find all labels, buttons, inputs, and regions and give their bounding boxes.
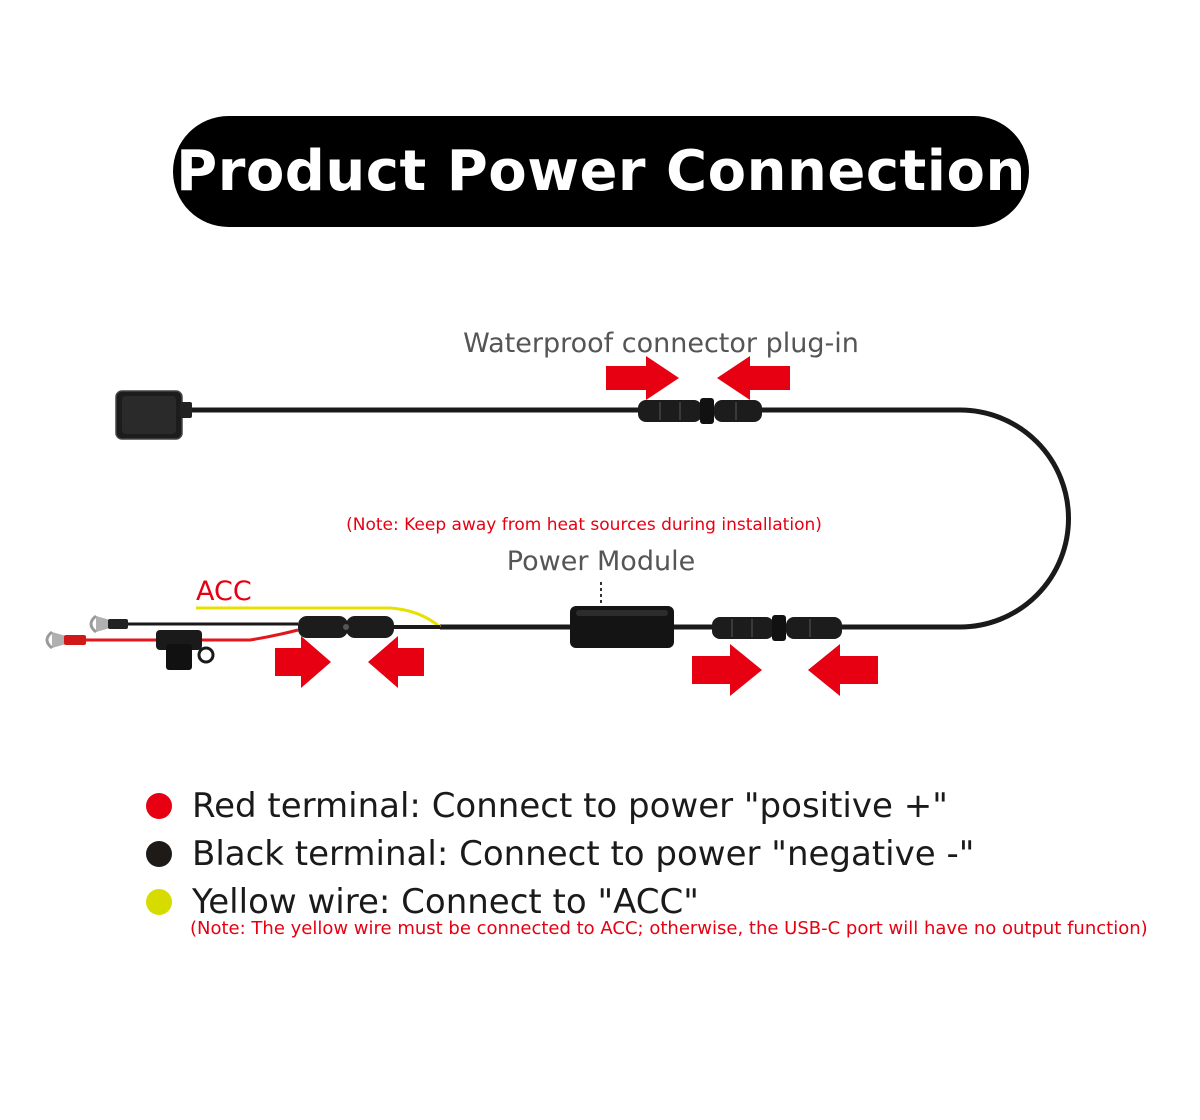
legend-item-yellow: Yellow wire: Connect to "ACC" [146,878,1186,926]
waterproof-connector-label: Waterproof connector plug-in [463,328,859,359]
legend-item-black: Black terminal: Connect to power "negati… [146,830,1186,878]
arrow-top-left [717,356,790,400]
red-dot-icon [146,793,172,819]
arrow-bottom-right-left [808,644,878,696]
top-waterproof-connector [638,398,762,424]
arrow-bottom-left-left [368,636,424,688]
power-module-box [570,606,674,648]
heat-note: (Note: Keep away from heat sources durin… [346,515,822,535]
inline-connector [298,616,440,638]
legend: Red terminal: Connect to power "positive… [146,782,1186,926]
acc-label: ACC [196,576,252,607]
arrow-top-right [606,356,679,400]
title-banner: Product Power Connection [173,116,1029,227]
fuse-holder [156,630,215,670]
power-module-label: Power Module [507,546,695,577]
legend-label: Red terminal: Connect to power "positive… [192,786,948,826]
black-fork-terminal [89,614,128,634]
arrow-bottom-left-right [275,636,331,688]
yellow-dot-icon [146,889,172,915]
bottom-waterproof-connector [712,615,842,641]
usb-c-socket [115,390,192,440]
yellow-wire [196,606,441,629]
legend-item-red: Red terminal: Connect to power "positive… [146,782,1186,830]
page-title: Product Power Connection [176,139,1026,204]
black-dot-icon [146,841,172,867]
red-fork-terminal [45,630,86,650]
yellow-wire-note: (Note: The yellow wire must be connected… [190,918,1148,939]
arrow-bottom-right-right [692,644,762,696]
cable-coil [959,407,1071,630]
legend-label: Black terminal: Connect to power "negati… [192,834,975,874]
legend-label: Yellow wire: Connect to "ACC" [192,882,699,922]
